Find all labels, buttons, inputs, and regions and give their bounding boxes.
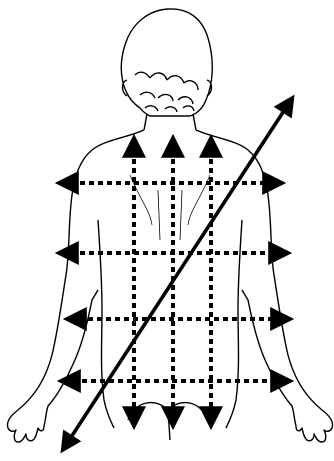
neck-right: [193, 114, 196, 130]
head: [121, 9, 212, 116]
head-outline: [121, 9, 212, 116]
body-outline: [7, 114, 332, 442]
hair-curls: [135, 72, 198, 112]
right-side-outline: [196, 130, 333, 442]
diagonal-arrow-group: [64, 100, 291, 448]
buttocks: [128, 403, 208, 440]
spine-shading: [158, 190, 182, 240]
left-side-outline: [7, 130, 144, 442]
neck-left: [144, 114, 147, 130]
ear-right: [207, 80, 212, 96]
diagonal-arrow: [64, 100, 291, 448]
